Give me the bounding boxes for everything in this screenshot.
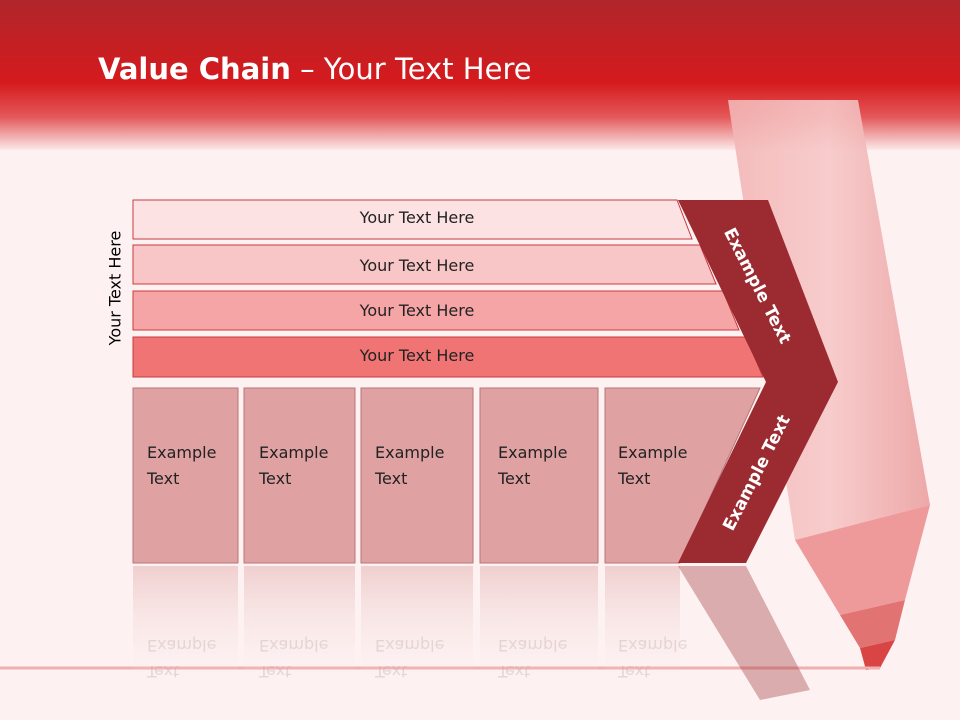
column-label-4-line1: Example [498, 443, 568, 462]
column-label-3-reflection: Text Example [375, 632, 444, 684]
column-label-2-reflection-line2: Text [259, 662, 292, 681]
column-label-3-reflection-line2: Text [375, 662, 408, 681]
side-label: Your Text Here [105, 230, 125, 346]
column-label-4: Example Text [498, 440, 567, 492]
column-label-1-reflection-line2: Text [147, 662, 180, 681]
column-box-3 [360, 387, 474, 564]
column-label-4-reflection: Text Example [498, 632, 567, 684]
column-label-4-reflection-line2: Text [498, 662, 531, 681]
row-label-3: Your Text Here [359, 301, 475, 320]
column-label-2-line2: Text [259, 469, 292, 488]
chevron-reflection [678, 566, 810, 700]
column-box-4 [479, 387, 599, 564]
column-label-2-reflection-line1: Example [259, 636, 329, 655]
row-label-2: Your Text Here [359, 256, 475, 275]
column-label-5: Example Text [618, 440, 687, 492]
value-chain-chevron [678, 200, 838, 563]
row-bar-3 [132, 290, 740, 331]
column-label-2: Example Text [259, 440, 328, 492]
columns-reflection [133, 566, 680, 686]
title-bold: Value Chain [98, 52, 291, 86]
column-box-1 [132, 387, 239, 564]
column-label-1-line1: Example [147, 443, 217, 462]
column-label-5-line1: Example [618, 443, 688, 462]
column-label-5-line2: Text [618, 469, 651, 488]
column-label-3-line1: Example [375, 443, 445, 462]
column-label-2-reflection: Text Example [259, 632, 328, 684]
column-label-1-line2: Text [147, 469, 180, 488]
column-label-3-reflection-line1: Example [375, 636, 445, 655]
column-label-1-reflection: Text Example [147, 632, 216, 684]
row-bar-4 [132, 336, 764, 378]
row-bar-1 [132, 199, 693, 240]
column-label-3-line2: Text [375, 469, 408, 488]
column-label-5-reflection-line2: Text [618, 662, 651, 681]
column-label-1-reflection-line1: Example [147, 636, 217, 655]
column-label-1: Example Text [147, 440, 216, 492]
column-label-5-reflection-line1: Example [618, 636, 688, 655]
column-label-4-line2: Text [498, 469, 531, 488]
row-label-4: Your Text Here [359, 346, 475, 365]
column-label-3: Example Text [375, 440, 444, 492]
column-box-2 [243, 387, 356, 564]
title-rest: – Your Text Here [290, 52, 532, 86]
column-label-2-line1: Example [259, 443, 329, 462]
page-title: Value Chain – Your Text Here [98, 52, 532, 86]
row-bar-2 [132, 244, 717, 285]
column-label-5-reflection: Text Example [618, 632, 687, 684]
row-label-1: Your Text Here [359, 208, 475, 227]
column-label-4-reflection-line1: Example [498, 636, 568, 655]
